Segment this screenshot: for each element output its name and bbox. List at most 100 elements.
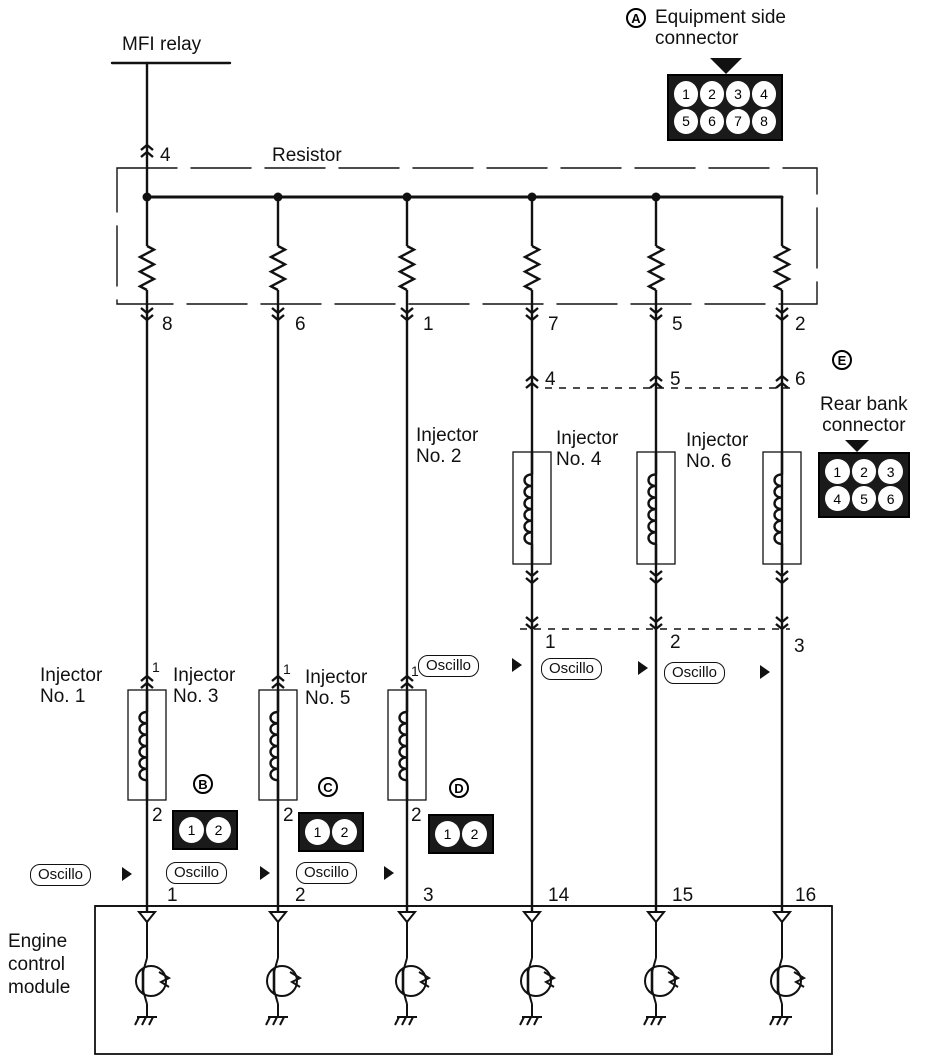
transistor-drive-icon [667, 971, 681, 988]
connector-pin: 5 [851, 486, 877, 511]
ecm-pin-16: 16 [795, 885, 817, 906]
oscillo-arrow-icon [384, 866, 394, 880]
connector-pin: 2 [851, 459, 877, 484]
connector-b-marker: B [193, 774, 213, 794]
injector-chevron [775, 577, 789, 585]
ground-hatch [776, 1016, 782, 1026]
rear-bank-pin-3: 3 [794, 636, 805, 657]
connector-pin: 4 [825, 486, 850, 511]
rear-bank-chevron [649, 623, 663, 631]
connector-d-marker: D [449, 778, 469, 798]
ecm-pin-14: 14 [548, 885, 570, 906]
transistor-icon [770, 965, 802, 997]
injector-coil [523, 473, 533, 546]
relay-connector-chevron [140, 143, 154, 151]
oscillo-tag-injector-2: Oscillo [418, 655, 480, 677]
transistor-emitter [273, 989, 279, 1005]
resistor-connector-chevron [400, 314, 414, 322]
resistor-connector-chevron [525, 307, 539, 315]
oscillo-tag-injector-4: Oscillo [541, 658, 603, 680]
connector-pin: 8 [752, 108, 776, 134]
injector-3-pin-bottom: 2 [283, 805, 294, 826]
ground-hatch [265, 1016, 271, 1026]
ground-hatch [519, 1016, 525, 1026]
injector-coil [138, 710, 148, 782]
resistor-pin-5: 5 [672, 314, 683, 335]
ground-hatch [148, 1016, 154, 1026]
ecm-pin-1: 1 [167, 885, 178, 906]
ground-hatch [394, 1016, 400, 1026]
resistor-connector-chevron [775, 307, 789, 315]
ground-hatch [272, 1016, 278, 1026]
resistor-label: Resistor [272, 145, 342, 166]
ground-hatch [643, 1016, 649, 1026]
injector-chevron [271, 674, 285, 682]
transistor-drive-icon [158, 971, 172, 988]
connector-pin: 4 [752, 81, 776, 107]
resistor-zigzag [137, 244, 157, 292]
resistor-connector-chevron [271, 307, 285, 315]
transistor-emitter [651, 989, 657, 1005]
rear-bank-chevron [525, 374, 539, 382]
transistor-drive-icon [418, 971, 432, 988]
injector-5-pin-bottom: 2 [411, 805, 422, 826]
connector-e-key [845, 440, 869, 452]
rear-bank-chevron [649, 374, 663, 382]
rear-bank-pin-2: 2 [670, 632, 681, 653]
resistor-zigzag [772, 244, 792, 292]
transistor-emitter [142, 989, 148, 1005]
connector-a-marker: A [626, 8, 646, 28]
injector-chevron [271, 681, 285, 689]
transistor-icon [395, 965, 427, 997]
resistor-box [116, 167, 818, 305]
transistor-emitter [777, 989, 783, 1005]
injector-chevron [400, 674, 414, 682]
injector-chevron [400, 681, 414, 689]
injector-1-pin-bottom: 2 [152, 805, 163, 826]
resistor-connector-chevron [525, 314, 539, 322]
ground-hatch [408, 1016, 414, 1026]
rear-bank-pin-1: 1 [545, 632, 556, 653]
ecm-pin-2: 2 [295, 885, 306, 906]
ecm-pin-3: 3 [423, 885, 434, 906]
oscillo-tag-injector-3: Oscillo [166, 862, 228, 884]
transistor-icon [644, 965, 676, 997]
oscillo-tag-injector-1: Oscillo [30, 864, 92, 886]
injector-5-label: Injector No. 5 [305, 667, 368, 709]
resistor-connector-chevron [649, 307, 663, 315]
resistor-connector-chevron [649, 314, 663, 322]
transistor-icon [135, 965, 167, 997]
injector-2-label: Injector No. 2 [416, 425, 479, 467]
ground-hatch [533, 1016, 539, 1026]
resistor-connector-chevron [271, 314, 285, 322]
connector-pin: 1 [435, 821, 460, 847]
connector-a-key [710, 58, 742, 74]
ground-hatch [657, 1016, 663, 1026]
resistor-connector-chevron [775, 314, 789, 322]
ecm-pin-triangle [136, 911, 158, 924]
ecm-pin-triangle [645, 911, 667, 924]
transistor-emitter [402, 989, 408, 1005]
connector-a-label: Equipment side connector [655, 7, 786, 49]
oscillo-arrow-icon [638, 661, 648, 675]
transistor-emitter [527, 989, 533, 1005]
connector-pin: 3 [726, 81, 750, 107]
injector-1-pin-top: 1 [152, 659, 160, 675]
rear-bank-chevron [525, 623, 539, 631]
ecm-pin-triangle [771, 911, 793, 924]
connector-e-label: Rear bank connector [820, 394, 908, 436]
rear-bank-chevron [525, 616, 539, 624]
rear-bank-chevron [525, 381, 539, 389]
connector-pin: 3 [878, 459, 903, 484]
relay-connector-chevron [140, 150, 154, 158]
oscillo-arrow-icon [260, 866, 270, 880]
connector-e-marker: E [832, 350, 852, 370]
oscillo-arrow-icon [512, 658, 522, 672]
resistor-pin-1: 1 [423, 314, 434, 335]
resistor-zigzag [522, 244, 542, 292]
rear-bank-pin-5: 5 [670, 369, 681, 390]
oscillo-arrow-icon [122, 867, 132, 881]
